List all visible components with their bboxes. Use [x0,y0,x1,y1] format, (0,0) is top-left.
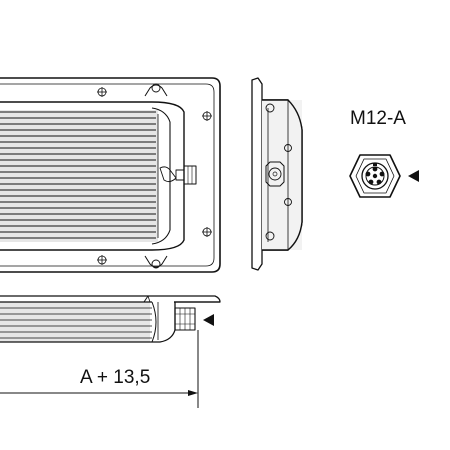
arrow-icon [203,314,214,326]
m12-connector-detail [349,154,401,198]
dimension-label: A + 13,5 [80,367,151,388]
bottom-connector [174,307,196,331]
dimension-line [0,330,199,408]
side-view [251,77,303,271]
front-view [0,77,221,273]
arrow-icon [408,170,419,182]
bottom-view [0,295,221,343]
front-connector [159,165,197,185]
side-connector [265,161,285,187]
connector-type-label: M12-A [350,108,406,129]
cooling-fins [0,110,158,242]
mounting-hole [97,87,212,265]
